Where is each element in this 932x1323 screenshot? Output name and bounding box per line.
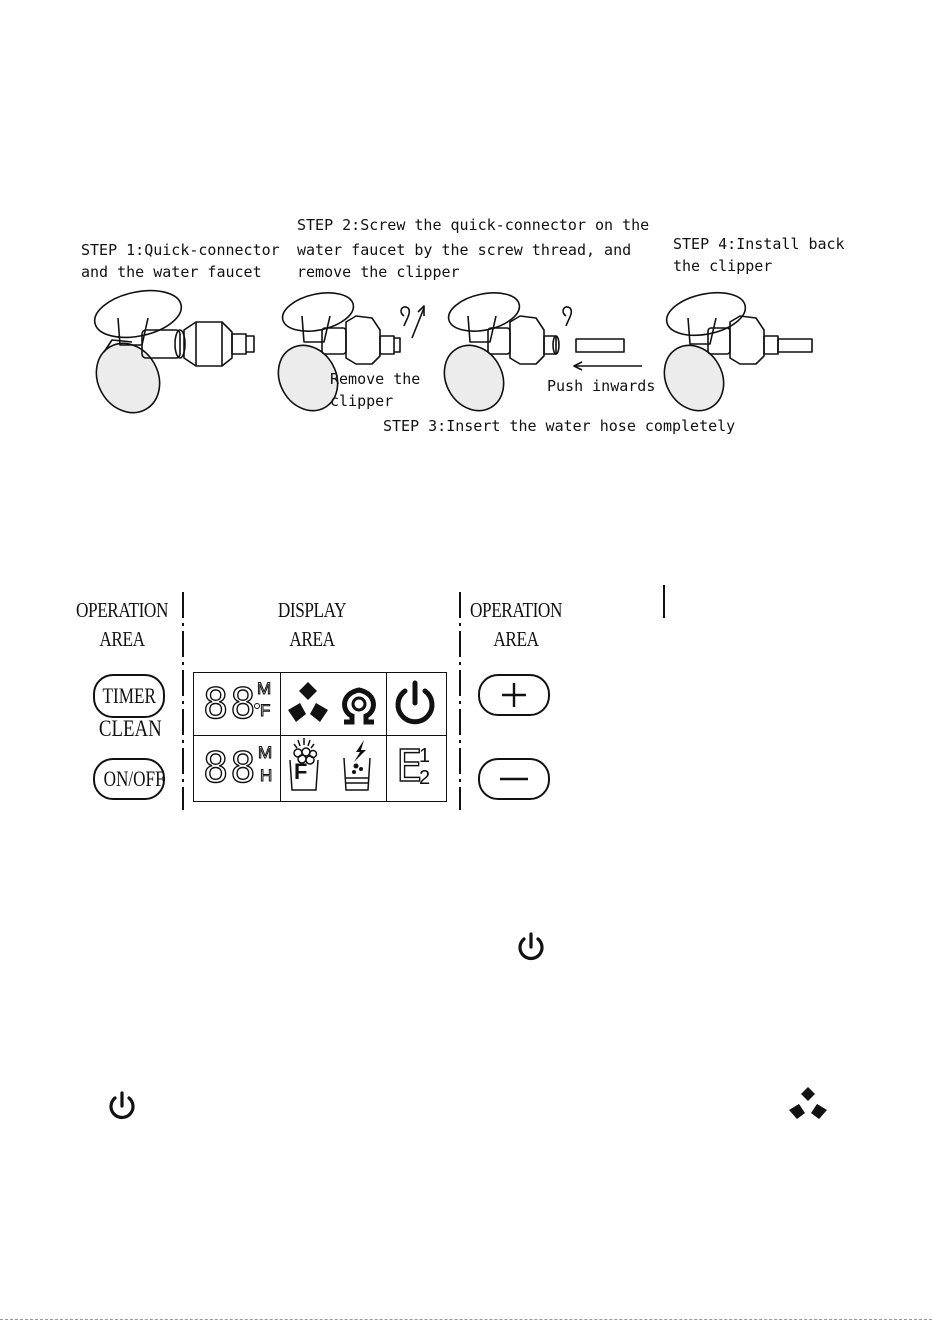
step1-line1: STEP 1:Quick-connector	[81, 241, 280, 259]
installation-illustration	[93, 289, 813, 414]
bottom-digits: 88	[202, 743, 258, 792]
plus-icon	[502, 683, 526, 707]
filter-letter: F	[294, 759, 308, 784]
drain-icon	[343, 740, 371, 791]
fan-icon	[288, 682, 328, 722]
display-divider-v2	[386, 672, 387, 802]
error-e: E	[395, 741, 423, 792]
filter-icon	[289, 738, 319, 791]
step2-line2: water faucet by the screw thread, and	[297, 241, 632, 259]
minus-icon	[500, 777, 528, 781]
faucet-step3	[443, 292, 642, 412]
clean-label-wrap: CLEAN	[83, 716, 177, 742]
top-digits: 88	[202, 679, 258, 728]
faucet-step1	[93, 289, 255, 414]
plus-button[interactable]	[478, 674, 550, 716]
on-off-button[interactable]: ON/OFF	[93, 758, 165, 800]
remove-line1: Remove the	[330, 370, 421, 388]
left-operation-area-title: OPERATION AREA	[73, 598, 171, 652]
clean-label: CLEAN	[98, 716, 162, 741]
step3-caption: STEP 3:Insert the water hose completely	[383, 417, 736, 435]
display-area-title: DISPLAY AREA	[263, 598, 361, 652]
power-icon	[109, 1091, 135, 1120]
left-area-line1: OPERATION	[76, 598, 168, 622]
step1-line2: and the water faucet	[81, 263, 262, 281]
faucet-step2	[277, 292, 425, 412]
page-bottom-rule	[0, 1319, 932, 1320]
display-divider-v1	[280, 672, 281, 802]
omega-icon	[342, 687, 376, 725]
remove-clipper-label: Remove the clipper	[330, 368, 420, 412]
display-area-line2: AREA	[289, 627, 335, 651]
unit-m-bottom: M	[257, 743, 273, 762]
step4-caption: STEP 4:Install back the clipper	[673, 233, 845, 277]
step1-caption: STEP 1:Quick-connector and the water fau…	[81, 239, 280, 283]
minus-button[interactable]	[478, 758, 550, 800]
timer-button[interactable]: TIMER	[93, 674, 165, 718]
unit-m-top: M	[256, 679, 272, 698]
right-area-line1: OPERATION	[470, 598, 562, 622]
display-area-line1: DISPLAY	[277, 598, 347, 622]
display-divider-h	[193, 735, 447, 736]
display-panel	[193, 672, 447, 802]
right-area-line2: AREA	[493, 627, 539, 651]
unit-h: H	[259, 766, 273, 785]
power-icon	[518, 932, 544, 961]
step2-line1: STEP 2:Screw the quick-connector on the	[297, 216, 650, 234]
right-operation-area-title: OPERATION AREA	[467, 598, 565, 652]
panel-separators	[182, 585, 665, 810]
faucet-step4	[663, 291, 813, 412]
step2-line3: remove the clipper	[297, 263, 460, 281]
timer-label: TIMER	[102, 683, 156, 708]
step4-line1: STEP 4:Install back	[673, 235, 845, 253]
step4-line2: the clipper	[673, 257, 773, 275]
unit-f: F	[259, 701, 271, 720]
remove-line2: clipper	[330, 392, 394, 410]
degree-dot	[254, 703, 260, 709]
push-inwards-label: Push inwards	[547, 377, 656, 395]
power-icon	[395, 680, 435, 725]
error-2: 2	[419, 767, 431, 789]
error-1: 1	[419, 745, 431, 767]
left-area-line2: AREA	[99, 627, 145, 651]
step2-caption: STEP 2:Screw the quick-connector on the …	[297, 213, 649, 285]
fan-icon	[789, 1087, 827, 1119]
on-off-label: ON/OFF	[103, 766, 165, 791]
